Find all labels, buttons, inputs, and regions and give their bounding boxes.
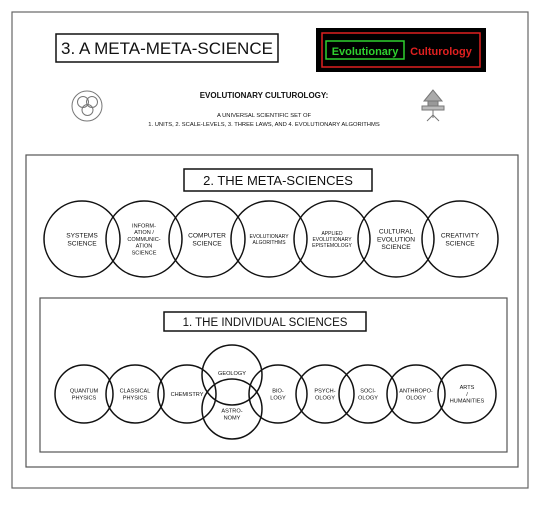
meta-science-circle-label: EPISTEMOLOGY [312,243,352,249]
meta-science-circle-label: COMMUNIC- [127,237,160,243]
individual-science-circle-label: LOGY [270,395,286,401]
logo-green-frame [325,40,405,60]
individual-science-circle-label: OLOGY [406,395,426,401]
individual-science-circle-7: PSYCH-OLOGY [295,364,355,424]
individual-science-circle-label: OLOGY [358,395,378,401]
individual-science-circle-shape [248,364,308,424]
logo-background [316,28,486,72]
individual-science-circle-label: QUANTUM [70,389,99,395]
individual-sciences-circles: QUANTUMPHYSICSCLASSICALPHYSICSCHEMISTRYG… [54,344,497,440]
individual-science-circle-shape [295,364,355,424]
individual-science-circle-label: BIO- [272,389,284,395]
meta-science-circle-label: EVOLUTIONARY [312,237,352,243]
individual-science-circle-shape [386,364,446,424]
individual-science-circle-10: ARTS/HUMANITIES [437,364,497,424]
meta-sciences-title: 2. THE META-SCIENCES [203,173,353,188]
meta-science-circle-label: SCIENCE [132,250,157,256]
individual-sciences-title: 1. THE INDIVIDUAL SCIENCES [183,317,348,329]
outer-frame [11,11,529,489]
meta-science-circle-label: SCIENCE [67,240,97,247]
meta-science-circle-label: EVOLUTIONARY [249,234,289,240]
individual-science-circle-shape [201,378,263,440]
individual-science-circle-6: BIO-LOGY [248,364,308,424]
logo-inner-frame [321,32,481,68]
individual-science-circle-label: HUMANITIES [450,399,485,405]
individual-science-circle-8: SOCI-OLOGY [338,364,398,424]
individual-science-circle-label: GEOLOGY [218,371,246,377]
meta-science-circle-label: EVOLUTION [377,236,415,243]
meta-science-circle-shape [230,200,308,278]
meta-science-circle-shape [168,200,246,278]
logo: Evolutionary Culturology [316,28,486,72]
individual-science-circle-label: CLASSICAL [120,389,151,395]
individual-science-circle-shape [338,364,398,424]
individual-science-circle-label: PHYSICS [72,395,97,401]
individual-science-circle-label: ASTRO- [221,409,242,415]
individual-sciences-title-box [163,311,367,332]
individual-science-circle-shape [54,364,114,424]
individual-science-circle-label: CHEMISTRY [171,392,204,398]
individual-science-circle-3: CHEMISTRY [157,364,217,424]
meta-science-circle-label: COMPUTER [188,232,226,239]
meta-science-circle-label: ATION / [134,230,154,236]
meta-science-circle-shape [421,200,499,278]
meta-science-circle-label: INFORM- [132,224,156,230]
meta-science-circle-label: ALGORITHMS [252,240,286,246]
triple-circle-emblem-icon [71,90,103,122]
meta-science-circle-shape [293,200,371,278]
individual-science-circle-label: ANTHROPO- [399,389,433,395]
meta-science-circle-shape [43,200,121,278]
meta-science-circle-label: SCIENCE [192,240,222,247]
individual-science-circle-4: GEOLOGY [201,344,263,406]
logo-evolutionary: Evolutionary [332,46,400,58]
meta-science-circle-label: ATION [136,244,153,250]
logo-culturology: Culturology [410,46,473,58]
meta-science-circle-label: SCIENCE [445,240,475,247]
meta-science-circle-label: APPLIED [321,231,343,237]
individual-science-circle-label: / [466,392,468,398]
meta-science-circle-label: CREATIVITY [441,232,480,239]
individual-science-circle-label: OLOGY [315,395,335,401]
individual-science-circle-shape [437,364,497,424]
individual-science-circle-shape [157,364,217,424]
individual-science-circle-shape [201,344,263,406]
meta-sciences-title-box [183,168,373,192]
individual-science-circle-label: PHYSICS [123,395,148,401]
subtitle-line-3: 1. UNITS, 2. SCALE-LEVELS, 3. THREE LAWS… [148,122,380,128]
meta-science-circle-label: CULTURAL [379,228,414,235]
individual-sciences-panel [39,297,508,453]
individual-science-circle-9: ANTHROPO-OLOGY [386,364,446,424]
individual-science-circle-label: NOMY [224,415,241,421]
meta-science-circle-shape [105,200,183,278]
meta-science-circle-shape [357,200,435,278]
meta-science-circle-label: SYSTEMS [66,232,98,239]
subtitle-line-2: A UNIVERSAL SCIENTIFIC SET OF [217,113,312,119]
individual-science-circle-label: ARTS [460,385,475,391]
arrow-tree-icon [421,89,445,122]
meta-science-circle-label: SCIENCE [381,244,411,251]
individual-science-circle-shape [105,364,165,424]
page-title-box [55,33,279,63]
subtitle-heading: EVOLUTIONARY CULTUROLOGY: [200,91,329,100]
individual-science-circle-label: SOCI- [360,389,376,395]
meta-sciences-panel [25,154,519,468]
individual-science-circle-label: PSYCH- [314,389,335,395]
page-title: 3. A META-META-SCIENCE [61,39,273,58]
individual-science-circle-5: ASTRO-NOMY [201,378,263,440]
